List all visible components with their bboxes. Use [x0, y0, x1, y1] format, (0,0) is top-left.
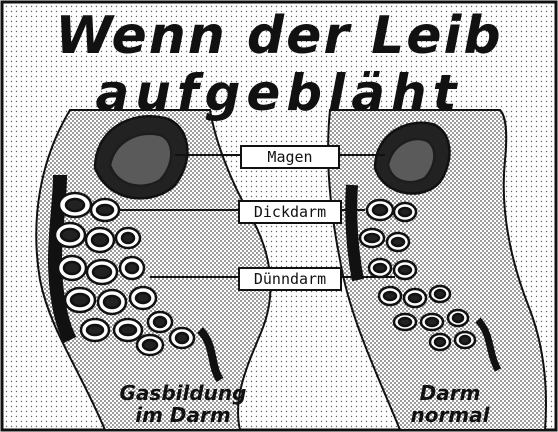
label-duenndarm: Dünndarm [238, 267, 342, 291]
title-line-2: aufgebläht [0, 64, 558, 122]
caption-right: Darm normal [400, 382, 500, 426]
caption-left: Gasbildung im Darm [108, 382, 258, 426]
caption-left-line-2: im Darm [108, 404, 258, 426]
label-magen: Magen [240, 145, 340, 169]
label-dickdarm: Dickdarm [238, 200, 342, 224]
right-colon [351, 185, 358, 280]
caption-right-line-1: Darm [400, 382, 500, 404]
title-line-1: Wenn der Leib [0, 6, 558, 66]
caption-left-line-1: Gasbildung [108, 382, 258, 404]
caption-right-line-2: normal [400, 404, 500, 426]
